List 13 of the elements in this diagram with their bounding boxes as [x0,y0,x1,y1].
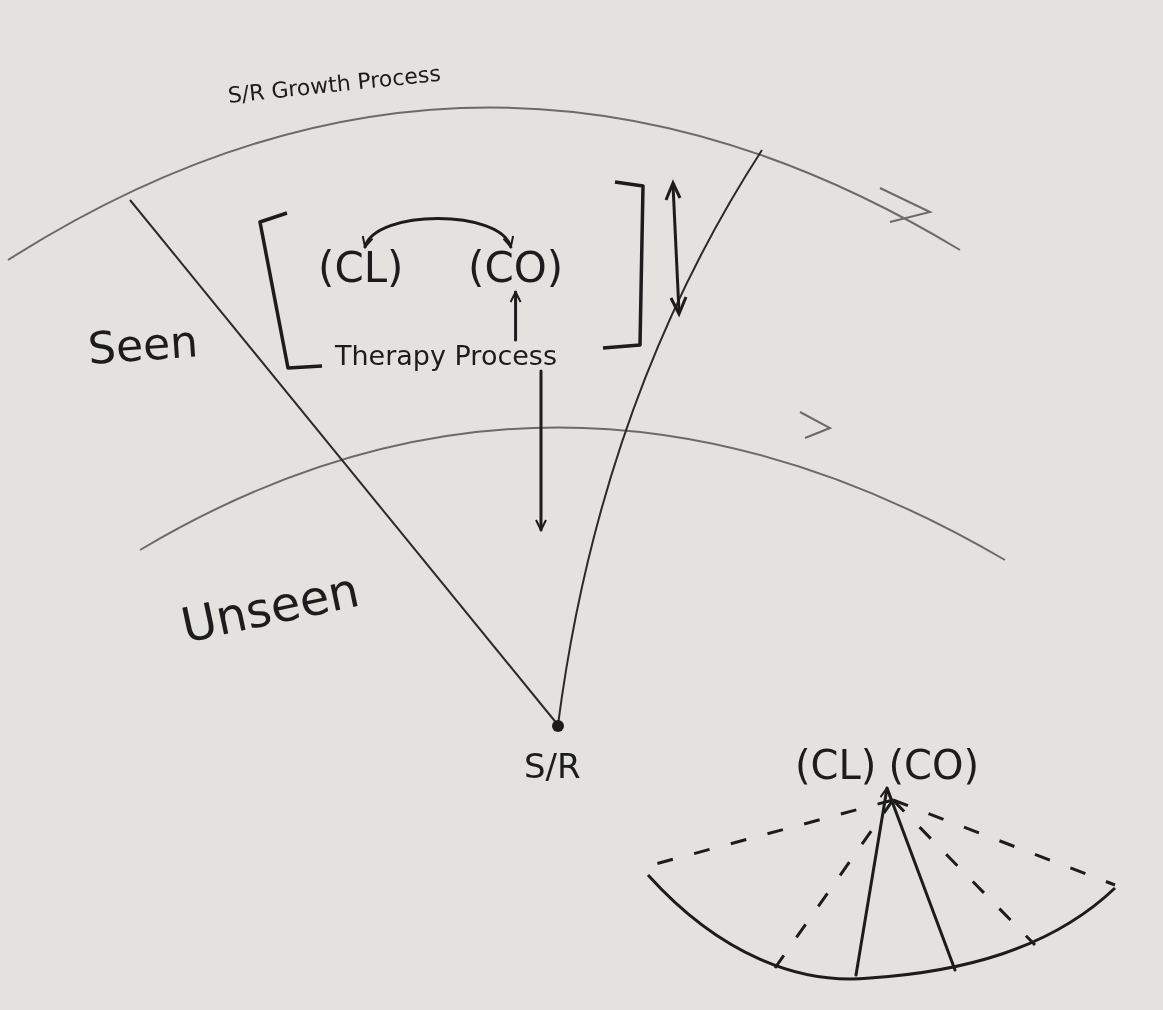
term-label: (CO) [888,743,980,787]
region-label: Seen [86,317,200,374]
term-label: (CL) [318,245,404,292]
region-label: Unseen [176,563,364,653]
arrow [509,290,522,342]
arrow [854,786,957,977]
arc-title: S/R Growth Process [226,61,442,109]
arrow [535,369,547,532]
point-label: S/R [524,748,581,786]
process-label: Therapy Process [335,341,557,371]
term-label: (CO) [468,245,564,292]
arrow [363,217,513,249]
term-label: (CL) [795,743,877,787]
